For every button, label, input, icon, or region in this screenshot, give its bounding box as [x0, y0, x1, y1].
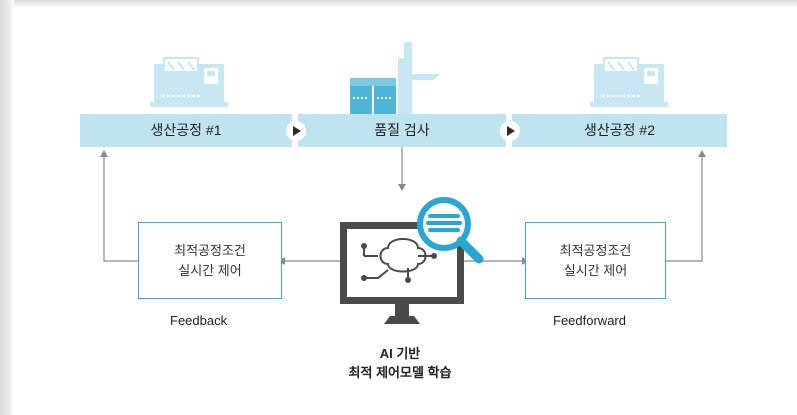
background-edge: [0, 0, 14, 415]
production-machine-icon: [590, 57, 668, 107]
background-edge: [0, 0, 797, 8]
feedforward-label: Feedforward: [553, 313, 626, 328]
box-line: 실시간 제어: [178, 262, 242, 278]
process-bar-segment: [80, 114, 292, 147]
process-bar-segment: [298, 114, 506, 147]
box-line: 최적공정조건: [174, 242, 246, 258]
play-arrow-icon: [500, 121, 520, 141]
ai-caption-line-1: AI 기반: [379, 346, 421, 361]
feedforward-control-box: 최적공정조건 실시간 제어: [525, 222, 666, 299]
box-line: 실시간 제어: [563, 262, 628, 278]
ai-caption-line-2: 최적 제어모델 학습: [348, 365, 452, 380]
flow-arrows: [103, 147, 703, 262]
box-line: 최적공정조건: [559, 242, 632, 258]
play-arrow-icon: [286, 121, 306, 141]
process-step-1-label: 생산공정 #1: [150, 122, 222, 138]
process-bar-segment: [512, 114, 727, 147]
inspection-station-icon: [350, 42, 440, 114]
feedback-label: Feedback: [170, 313, 228, 328]
process-step-2-label: 생산공정 #2: [584, 122, 655, 138]
ai-monitor-icon: [340, 197, 484, 324]
quality-inspection-label: 품질 검사: [374, 122, 430, 138]
feedback-control-box: 최적공정조건 실시간 제어: [138, 222, 282, 299]
production-machine-icon: [150, 57, 228, 107]
